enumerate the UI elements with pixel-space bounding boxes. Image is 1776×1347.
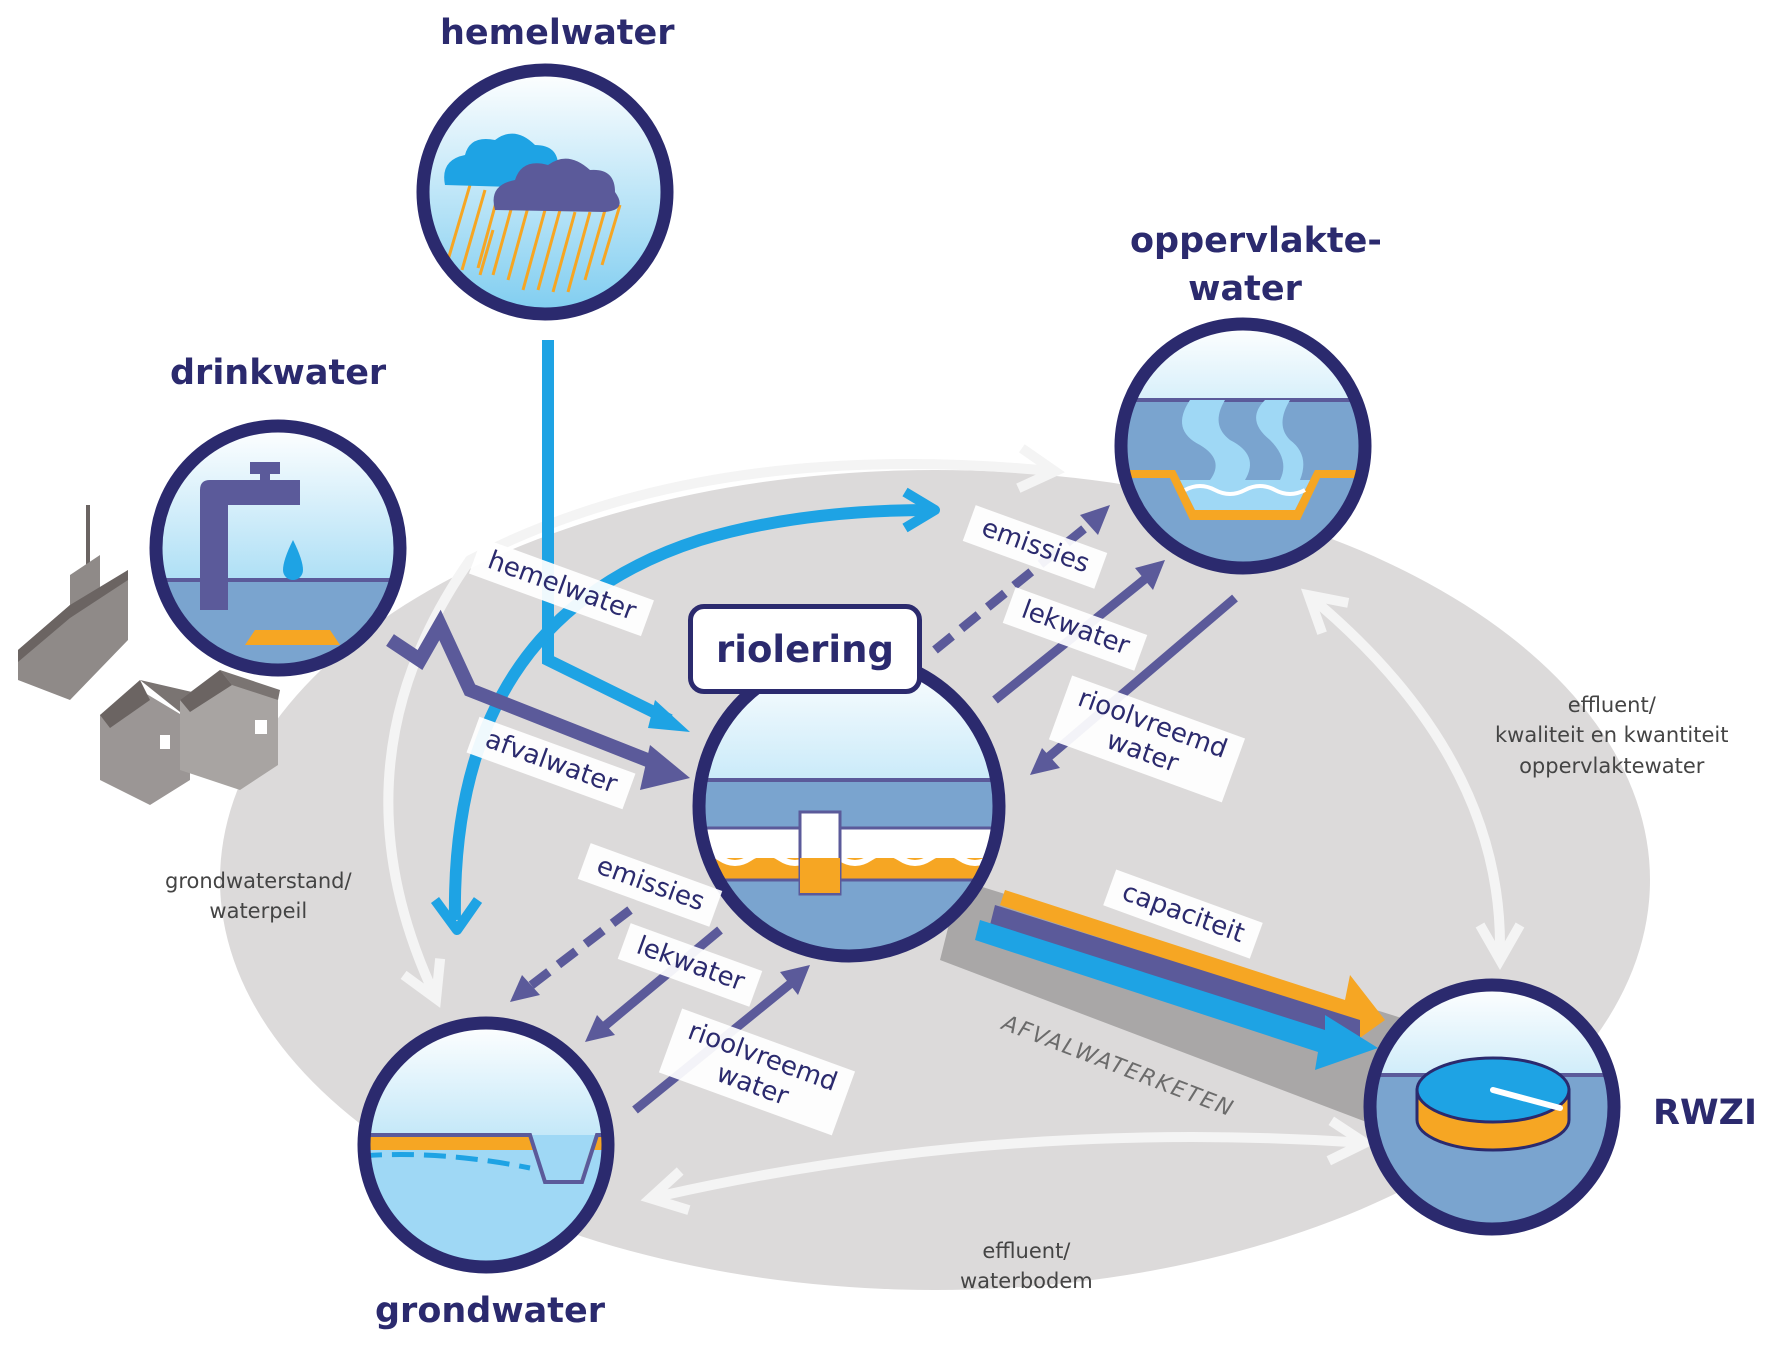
title-oppervlaktewater-line2: water	[1188, 269, 1302, 309]
cycle-arrow-drink-opp	[465, 444, 1065, 565]
note-grondwaterstand-line1: grondwaterstand/	[165, 869, 352, 893]
drinkwater-circle	[149, 419, 407, 677]
note-grondwaterstand-line2: waterpeil	[209, 899, 308, 924]
note-effluent-right: effluent/ kwaliteit en kwantiteit opperv…	[1495, 690, 1728, 781]
river	[1182, 400, 1250, 480]
title-drinkwater: drinkwater	[170, 353, 387, 393]
note-grondwaterstand: grondwaterstand/ waterpeil	[165, 866, 352, 927]
cycle-arrow-bottom	[640, 1116, 1376, 1215]
ditch-sand	[1121, 470, 1365, 520]
emissies-bottom-arrow	[522, 906, 633, 994]
lekwater-bottom-arrow	[597, 926, 723, 1034]
hemelwater-flows	[448, 340, 931, 921]
note-effluent-right-line1: effluent/	[1567, 693, 1656, 717]
hemelwater-circle	[416, 63, 674, 321]
title-hemelwater: hemelwater	[440, 13, 675, 53]
rioolvreemd-top-arrowhead	[1030, 748, 1060, 775]
afvalwater-arrow	[386, 609, 663, 772]
emissies-top-arrowhead	[1080, 505, 1110, 535]
rwzi-circle	[1363, 978, 1621, 1236]
emissies-bottom-arrowhead	[510, 975, 540, 1002]
note-effluent-right-line3: oppervlaktewater	[1519, 753, 1705, 778]
note-effluent-bottom-line2: waterbodem	[960, 1269, 1093, 1294]
cycle-arrow-right	[1301, 588, 1525, 971]
lekwater-bottom-arrowhead	[585, 1015, 615, 1042]
water-drop	[283, 540, 303, 580]
cycle-arrow-left	[383, 555, 475, 1008]
hemelwater-arrowhead-grond	[430, 897, 483, 935]
note-effluent-right-line2: kwaliteit en kwantiteit	[1495, 723, 1729, 748]
hemelwater-arrowhead-opp	[902, 487, 940, 533]
oppervlaktewater-circle	[1114, 317, 1372, 575]
cycle-arrows	[383, 444, 1525, 1215]
title-oppervlaktewater-line1: oppervlakte-	[1130, 221, 1382, 261]
lekwater-top-arrowhead	[1135, 560, 1165, 590]
drinkwater-sand	[245, 630, 340, 645]
tap	[200, 480, 300, 610]
note-effluent-bottom-line1: effluent/	[982, 1239, 1071, 1263]
riolering-label: riolering	[688, 604, 922, 694]
title-rwzi: RWZI	[1653, 1093, 1757, 1133]
capaciteit-arrow-purple	[990, 905, 1360, 1042]
title-grondwater: grondwater	[375, 1291, 606, 1331]
rioolvreemd-bottom-arrowhead	[780, 965, 810, 995]
hemelwater-arrowhead-riool	[648, 700, 690, 732]
afvalwater-arrowhead	[640, 745, 690, 790]
houses-factory-illustration	[18, 505, 280, 805]
cloud-front	[493, 158, 620, 212]
capaciteit-arrow-blue	[975, 920, 1378, 1070]
note-effluent-bottom: effluent/ waterbodem	[960, 1236, 1093, 1297]
